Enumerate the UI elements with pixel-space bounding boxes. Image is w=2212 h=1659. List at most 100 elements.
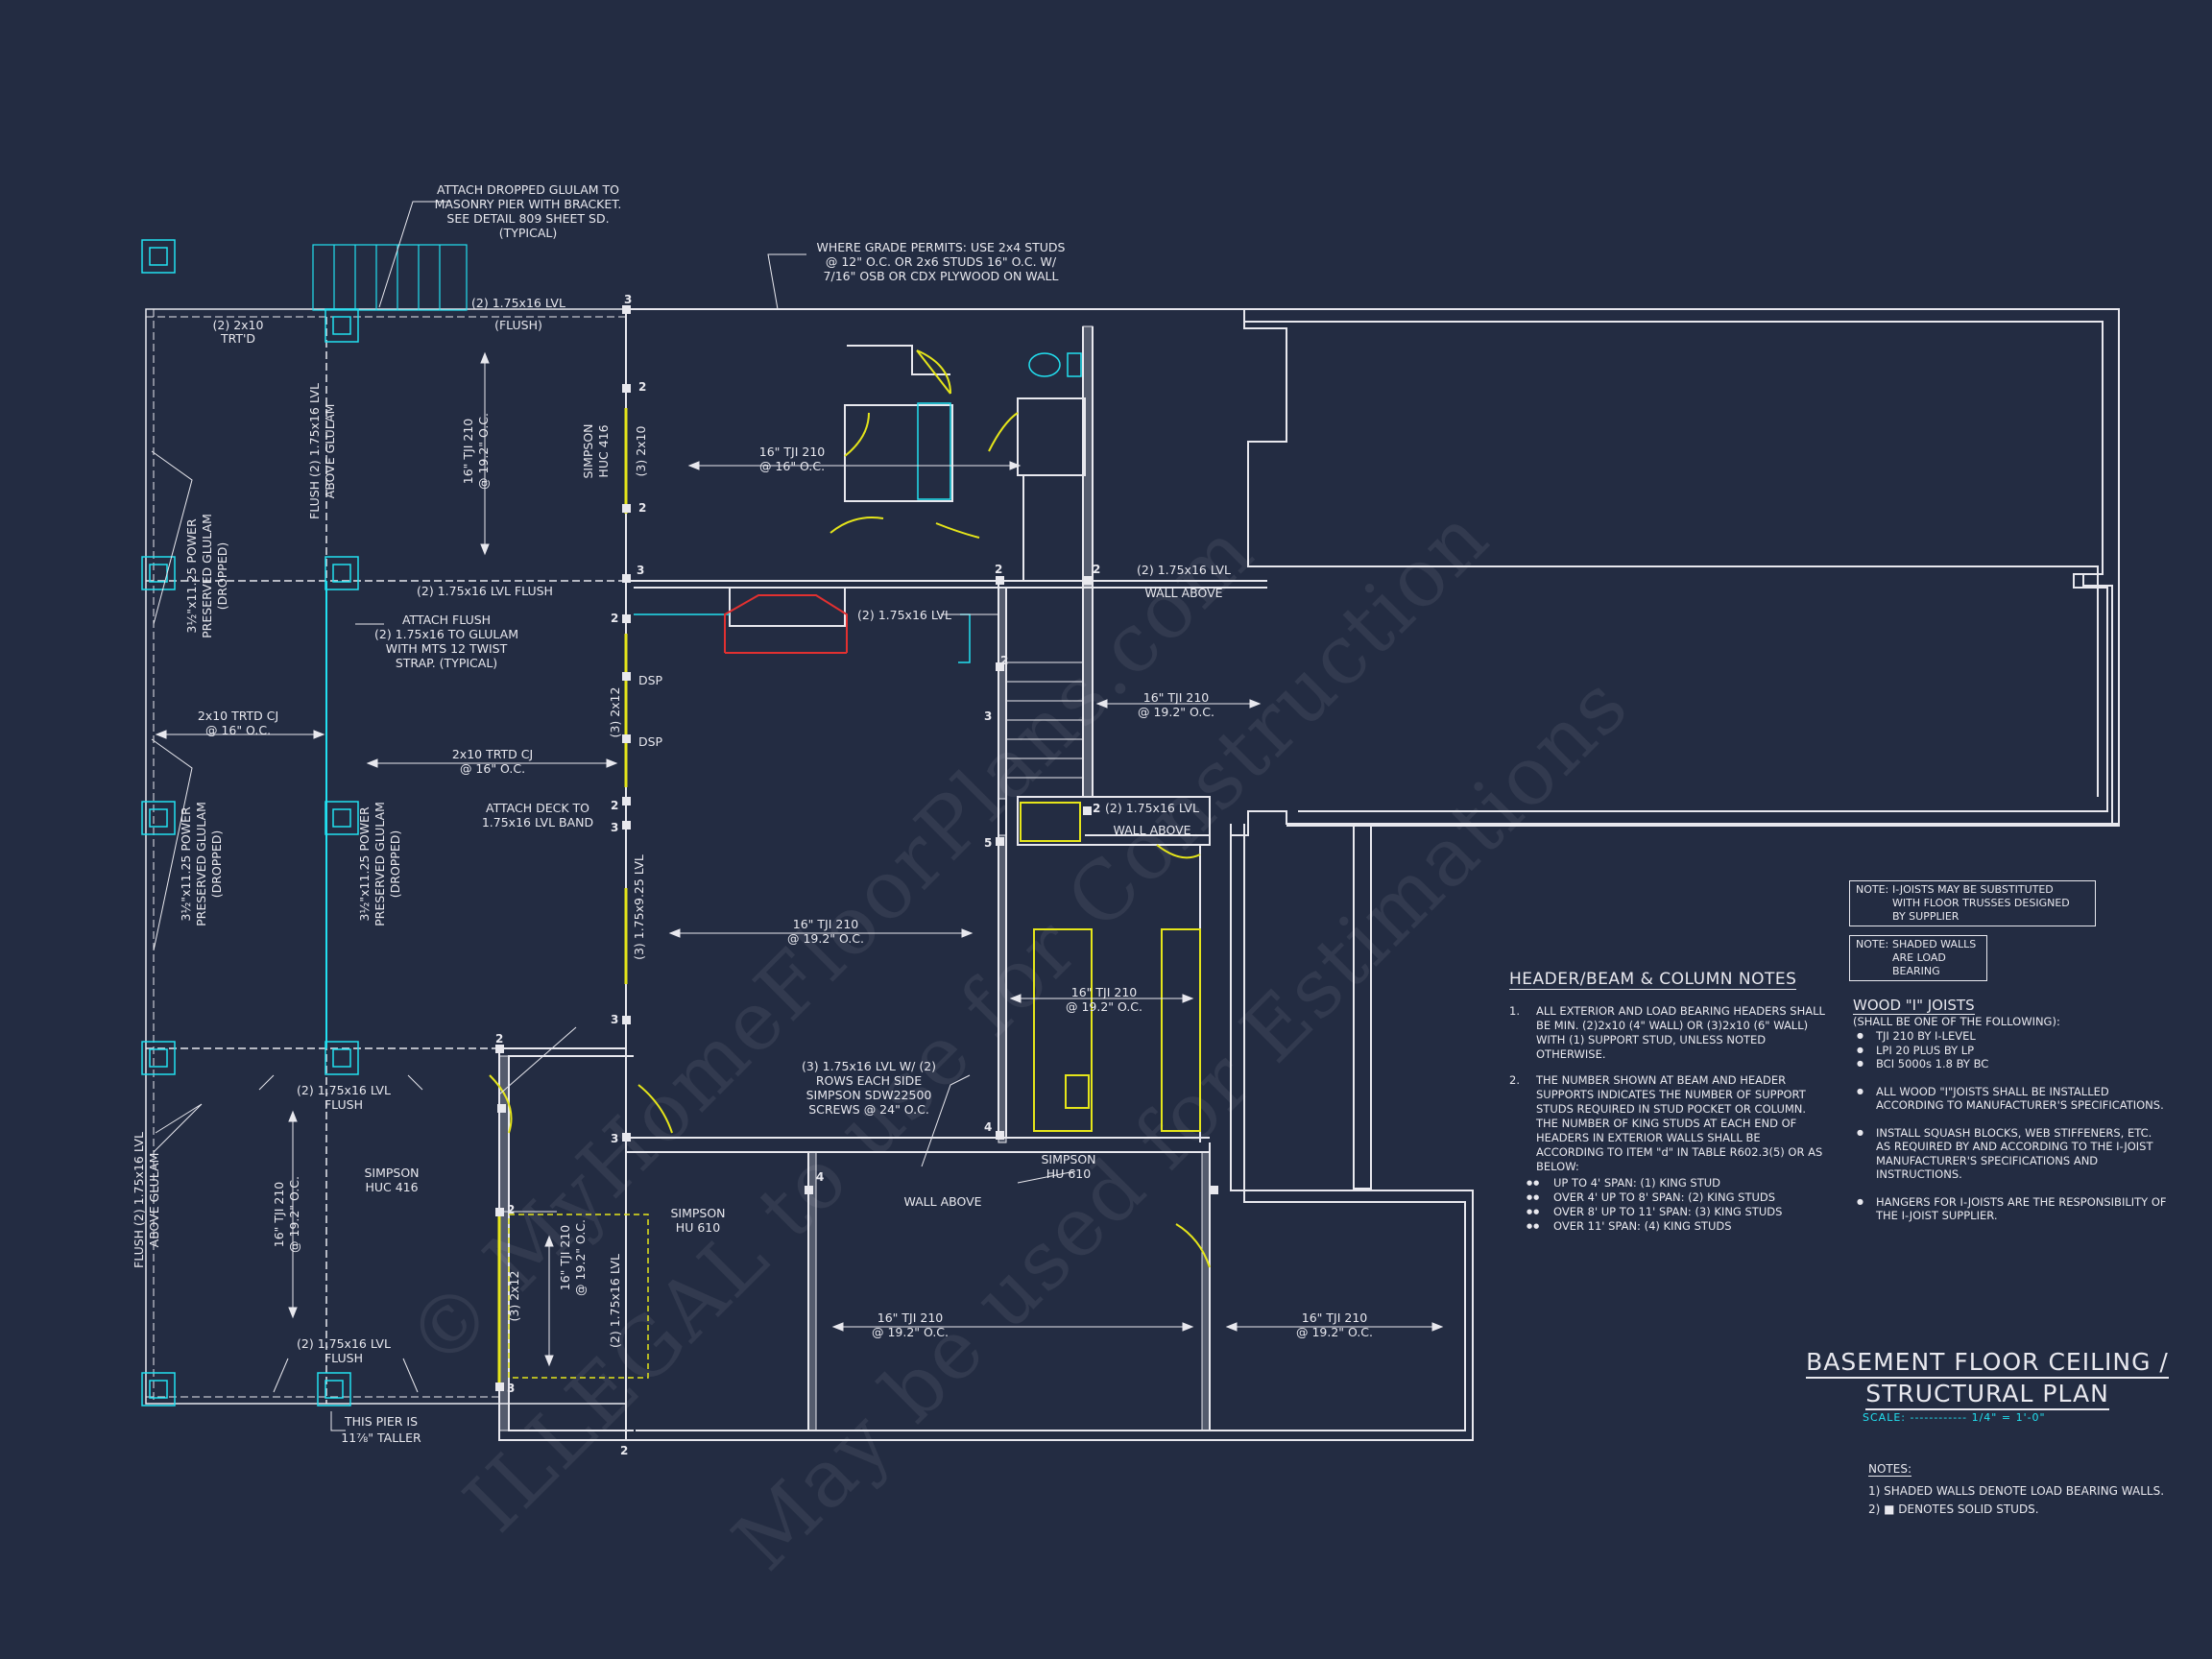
header-note-2: 2.THE NUMBER SHOWN AT BEAM AND HEADER SU… [1509,1073,1826,1234]
stud-count: 2 [507,1203,515,1216]
solid-studs [495,305,1218,1391]
stud-count: 4 [816,1170,824,1184]
drawing-scale: SCALE: ------------ 1/4" = 1'-0" [1863,1411,2046,1424]
lvl-flush-left-b: FLUSH [325,1097,363,1112]
stud-count: 2 [620,1444,628,1457]
power-glulam-2: 3½"x11.25 POWER PRESERVED GLULAM (DROPPE… [179,802,224,926]
svg-text:@ 19.2" O.C.: @ 19.2" O.C. [287,1176,301,1253]
stud-count: 2 [1093,802,1100,815]
stud-count: 2 [638,380,646,394]
stud-count: 3 [611,1132,618,1145]
stud-count: 3 [611,821,618,834]
svg-text:MASONRY PIER WITH BRACKET.: MASONRY PIER WITH BRACKET. [435,197,622,211]
lvl-wall-above-1: (2) 1.75x16 LVL [1137,563,1231,577]
dsp-2: DSP [638,734,663,749]
power-glulam-1: 3½"x11.25 POWER PRESERVED GLULAM (DROPPE… [184,514,229,638]
power-glulam-3: 3½"x11.25 POWER PRESERVED GLULAM (DROPPE… [357,802,402,926]
attach-flush-note: ATTACH FLUSH (2) 1.75x16 TO GLULAM WITH … [374,613,518,670]
svg-text:HUC 416: HUC 416 [596,424,611,477]
bottom-notes: 1) SHADED WALLS DENOTE LOAD BEARING WALL… [1868,1482,2164,1519]
bottom-note-1: 1) SHADED WALLS DENOTE LOAD BEARING WALL… [1868,1484,2165,1498]
svg-text:(2) 1.75x16 TO GLULAM: (2) 1.75x16 TO GLULAM [374,627,518,641]
stud-count: 3 [637,564,644,577]
joist-note: ALL WOOD "I"JOISTS SHALL BE INSTALLED AC… [1853,1085,2170,1113]
stud-count: 4 [984,1120,992,1134]
stud-count: 2 [638,501,646,515]
lvl-stair: (2) 1.75x16 LVL [857,608,951,622]
svg-text:STRAP. (TYPICAL): STRAP. (TYPICAL) [396,656,497,670]
svg-text:SEE DETAIL 809 SHEET SD.: SEE DETAIL 809 SHEET SD. [446,211,609,226]
lvl-wall-above-2: (2) 1.75x16 LVL [1105,801,1199,815]
svg-text:ATTACH FLUSH: ATTACH FLUSH [402,613,491,627]
annotations: ATTACH DROPPED GLULAM TO MASONRY PIER WI… [132,182,1373,1445]
attach-glulam-note: ATTACH DROPPED GLULAM TO MASONRY PIER WI… [435,182,622,240]
tji-bottom-right-b: @ 19.2" O.C. [1296,1325,1373,1339]
tji-right-top-b: @ 19.2" O.C. [1138,705,1214,719]
drawing-title: BASEMENT FLOOR CEILING / STRUCTURAL PLAN [1805,1347,2170,1410]
wood-joists-list: TJI 210 BY I-LEVEL LPI 20 PLUS BY LP BCI… [1853,1029,2170,1223]
flush-glulam-bottom: FLUSH (2) 1.75x16 LVL ABOVE GLULAM [132,1132,161,1268]
svg-text:16" TJI 210: 16" TJI 210 [272,1182,286,1248]
attach-deck: ATTACH DECK TO [486,801,589,815]
stairs [1006,661,1083,779]
simpson-hu610-a2: HU 610 [1046,1166,1091,1181]
pier-taller-b: 11⅞" TALLER [341,1431,421,1445]
lvl-flush-bottom-b: FLUSH [325,1351,363,1365]
wood-joists-title: WOOD "I" JOISTS [1853,997,1975,1015]
leader-lines [151,201,1076,1431]
svg-text:PRESERVED GLULAM: PRESERVED GLULAM [373,802,387,926]
simpson-hu610-b: SIMPSON [670,1206,725,1220]
svg-text:16" TJI 210: 16" TJI 210 [461,419,475,485]
svg-text:ABOVE GLULAM: ABOVE GLULAM [323,404,337,499]
tji-bottom-center: 16" TJI 210 [878,1310,944,1325]
svg-text:(DROPPED): (DROPPED) [388,830,402,899]
joist-option: TJI 210 BY I-LEVEL [1853,1029,2170,1044]
king-stud-rule-2: OVER 4' UP TO 8' SPAN: (2) KING STUDS [1527,1190,1826,1205]
svg-text:16" TJI 210: 16" TJI 210 [558,1225,572,1291]
svg-text:WHERE GRADE PERMITS: USE 2x4 S: WHERE GRADE PERMITS: USE 2x4 STUDS [817,240,1066,254]
joist-note: HANGERS FOR I-JOISTS ARE THE RESPONSIBIL… [1853,1195,2170,1223]
fireplace [724,594,848,654]
trtd-label-2: TRT'D [220,331,255,346]
simpson-hu610-b2: HU 610 [676,1220,720,1235]
three-2x12-top: (3) 2x12 [608,687,622,738]
attach-deck-b: 1.75x16 LVL BAND [482,815,593,830]
tji-top-mid-1: 16" TJI 210 [759,445,826,459]
stud-count: 2 [495,1032,503,1046]
tji-bottom-right: 16" TJI 210 [1302,1310,1368,1325]
tji-right-mid-b: @ 19.2" O.C. [1066,999,1142,1014]
lvl-top-label: (2) 1.75x16 LVL [471,296,565,310]
stud-count: 2 [995,563,1002,576]
svg-text:3½"x11.25 POWER: 3½"x11.25 POWER [184,518,199,634]
svg-text:7/16" OSB OR CDX PLYWOOD ON WA: 7/16" OSB OR CDX PLYWOOD ON WALL [824,269,1059,283]
svg-text:SCREWS @ 24" O.C.: SCREWS @ 24" O.C. [808,1102,929,1117]
trtd-cj-2b: @ 16" O.C. [460,761,525,776]
ijoist-substitution-note: NOTE:I-JOISTS MAY BE SUBSTITUTED WITH FL… [1849,880,2096,926]
load-bearing-walls [498,325,1211,1431]
lvl-flush-left: (2) 1.75x16 LVL [297,1083,391,1097]
svg-text:PRESERVED GLULAM: PRESERVED GLULAM [194,802,208,926]
svg-text:@ 19.2" O.C.: @ 19.2" O.C. [573,1219,588,1296]
tji-top-mid-2: @ 16" O.C. [759,459,825,473]
svg-text:PRESERVED GLULAM: PRESERVED GLULAM [200,514,214,638]
pier-taller: THIS PIER IS [344,1414,418,1429]
flush-top-label: (FLUSH) [494,318,542,332]
watermark: © MyHomeFloorPlans.com ILLEGAL to use fo… [389,490,1647,1588]
exterior-stairs [312,244,468,311]
header-notes-title: HEADER/BEAM & COLUMN NOTES [1509,970,1797,990]
doors [489,349,1211,1382]
stud-counts: 3 2 2 3 2 2 3 3 2 2 3 5 4 3 2 4 2 3 2 2 … [495,293,1100,1457]
stud-count: 3 [507,1382,515,1395]
stud-count: 2 [1093,563,1100,576]
wall-above: WALL ABOVE [903,1194,981,1209]
svg-text:FLUSH (2) 1.75x16 LVL: FLUSH (2) 1.75x16 LVL [132,1132,146,1268]
svg-text:ABOVE GLULAM: ABOVE GLULAM [147,1153,161,1248]
trtd-cj-2: 2x10 TRTD CJ [452,747,533,761]
simpson-huc-top: SIMPSON HUC 416 [581,423,611,478]
simpson-hu610-a: SIMPSON [1041,1152,1095,1166]
lvl-wall-above-1b: WALL ABOVE [1144,586,1222,600]
svg-text:@ 19.2" O.C.: @ 19.2" O.C. [476,413,491,490]
grade-permits-note: WHERE GRADE PERMITS: USE 2x4 STUDS @ 12"… [817,240,1066,283]
three-2x10: (3) 2x10 [634,425,648,476]
